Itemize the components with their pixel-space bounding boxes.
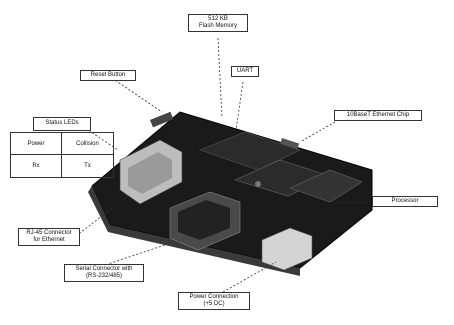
- power-connection-label: Power Connection (+5 DC): [178, 292, 250, 310]
- reset-button-label: Reset Button: [80, 70, 136, 81]
- power-label-line1: Power Connection: [181, 294, 247, 301]
- uart-label: UART: [231, 66, 259, 77]
- power-label-line2: (+5 DC): [181, 301, 247, 308]
- circuit-board-illustration: [88, 112, 372, 276]
- rj45-connector-label: RJ-45 Connector for Ethernet: [18, 228, 80, 246]
- led-cell-power: Power: [11, 133, 62, 155]
- serial-label-line1: Serial Connector with: [67, 266, 141, 273]
- ethernet-chip-label: 10BaseT Ethernet Chip: [334, 110, 422, 121]
- flash-memory-label: 512 KB Flash Memory: [188, 14, 248, 32]
- serial-label-line2: (RS-232/485): [67, 273, 141, 280]
- led-cell-rx: Rx: [11, 155, 62, 177]
- led-cell-tx: Tx: [62, 155, 113, 177]
- status-led-table: Status LEDs Power Collision Rx Tx: [10, 132, 114, 178]
- flash-memory-label-line1: 512 KB: [191, 16, 245, 23]
- status-leds-label: Status LEDs: [33, 117, 91, 131]
- serial-connector-label: Serial Connector with (RS-232/485): [64, 264, 144, 282]
- rj45-label-line1: RJ-45 Connector: [21, 230, 77, 237]
- rj45-label-line2: for Ethernet: [21, 237, 77, 244]
- processor-label: Processor: [372, 196, 438, 207]
- flash-memory-label-line2: Flash Memory: [191, 23, 245, 30]
- led-cell-collision: Collision: [62, 133, 113, 155]
